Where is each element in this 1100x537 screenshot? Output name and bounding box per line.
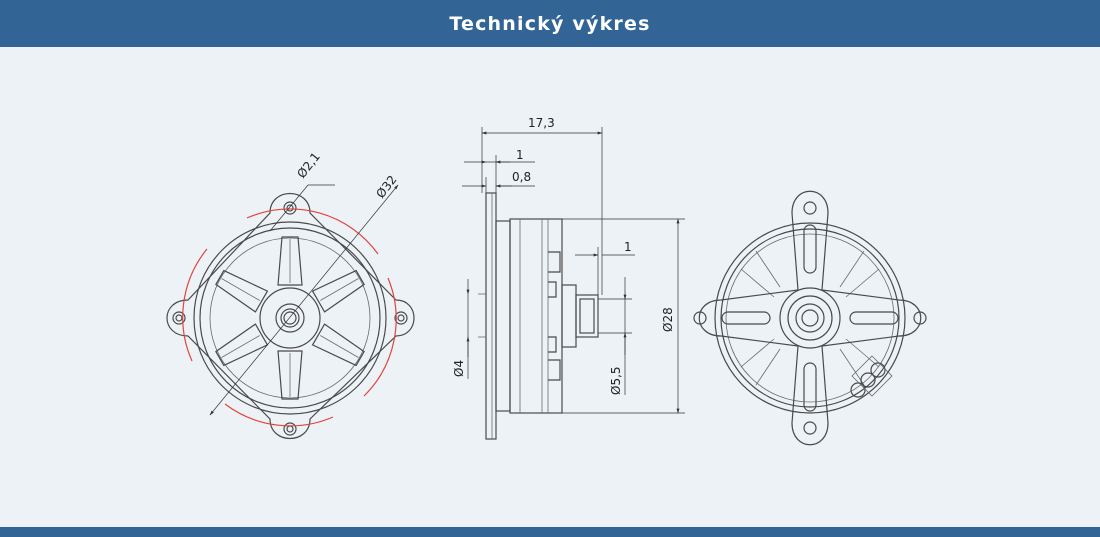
dim-hole-diameter: Ø2,1 xyxy=(294,150,323,181)
rear-cross-mount xyxy=(698,190,922,446)
rear-slot-bottom xyxy=(803,362,817,412)
side-flange-plate xyxy=(485,192,497,440)
front-red-arc-left xyxy=(182,248,208,362)
dim-shaft-step: 1 xyxy=(624,240,632,254)
dim-shaft-diameter: Ø4 xyxy=(452,360,466,377)
rear-wire-exits xyxy=(850,355,893,398)
page-title: Technický výkres xyxy=(449,12,651,35)
header-bar: Technický výkres xyxy=(0,0,1100,47)
dim-hub-diameter: Ø5,5 xyxy=(609,366,623,395)
dim-flange-1: 1 xyxy=(516,148,524,162)
dim-body-diameter: Ø28 xyxy=(661,307,675,332)
front-spokes xyxy=(215,236,365,400)
rear-hub xyxy=(779,287,841,349)
rear-view xyxy=(693,190,927,446)
side-motor-can xyxy=(509,218,563,414)
rear-slot-left xyxy=(721,311,771,325)
rear-bell-outer xyxy=(714,222,906,414)
dim-flange-2: 0,8 xyxy=(512,170,531,184)
dim-length: 17,3 xyxy=(528,116,555,130)
side-hub xyxy=(561,284,577,348)
footer-bar xyxy=(0,527,1100,537)
technical-drawing: Ø2,1 Ø32 17,3 1 xyxy=(166,116,927,446)
side-view: 17,3 1 0,8 1 Ø28 Ø4 Ø5,5 xyxy=(452,116,685,440)
front-view: Ø2,1 Ø32 xyxy=(166,150,415,440)
front-hole-bottom xyxy=(283,422,297,436)
side-shaft xyxy=(575,294,599,338)
front-hub xyxy=(259,287,321,349)
dim-outer-diameter: Ø32 xyxy=(373,173,399,201)
front-hole-left xyxy=(172,311,186,325)
rear-bell-spokes xyxy=(740,250,880,386)
rear-slot-right xyxy=(849,311,899,325)
rear-slot-top xyxy=(803,224,817,274)
